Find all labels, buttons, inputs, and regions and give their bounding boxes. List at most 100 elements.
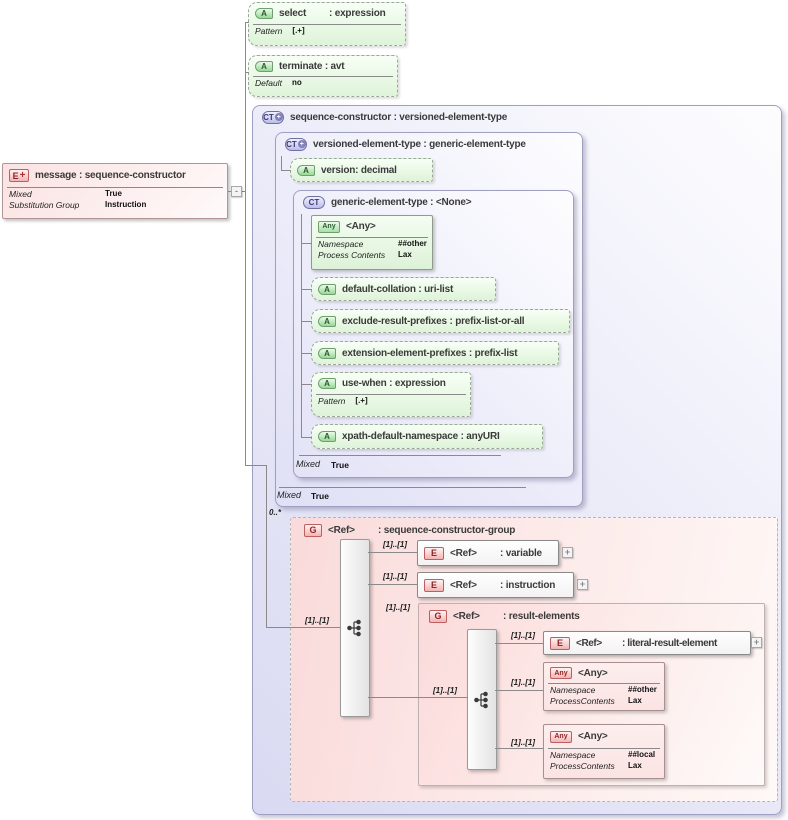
attribute-name: extension-element-prefixes <box>342 347 467 359</box>
element-ref: <Ref> <box>450 547 477 559</box>
connector-line <box>301 243 312 244</box>
divider <box>253 76 393 77</box>
inner-choice-compositor-icon <box>474 691 488 709</box>
group-icon: G <box>429 609 447 623</box>
any-icon: Any <box>550 667 572 679</box>
attribute-version-box[interactable]: A version: decimal <box>290 158 433 182</box>
connector-line <box>301 353 312 354</box>
complextype-generic-header[interactable]: CT generic-element-type : <None> <box>297 191 472 213</box>
element-variable-box[interactable]: E <Ref> : variable <box>417 540 559 566</box>
collapse-button[interactable]: - <box>231 186 242 197</box>
attribute-icon: A <box>297 164 315 176</box>
attribute-icon: A <box>255 8 273 19</box>
pattern-value: [.+] <box>292 26 305 35</box>
choice-compositor-icon <box>347 619 361 637</box>
attribute-select-box[interactable]: A select: expression Pattern[.+] <box>248 2 406 46</box>
group-ref: <Ref> <box>453 610 480 622</box>
expand-button-literal-result-element[interactable]: + <box>751 637 762 648</box>
connector-line <box>281 170 291 171</box>
divider <box>299 455 501 456</box>
divider <box>548 748 660 749</box>
divider <box>316 237 428 238</box>
connector-line <box>281 156 282 171</box>
process-contents-value: Lax <box>628 696 642 705</box>
element-title: message : sequence-constructor <box>35 170 186 181</box>
divider <box>253 24 401 25</box>
cardinality-label: [1]..[1] <box>386 603 410 612</box>
expand-button-variable[interactable]: + <box>562 547 573 558</box>
attribute-type: : prefix-list <box>468 347 518 359</box>
connector-line <box>495 690 543 691</box>
any-local-box[interactable]: Any <Any> Namespace##local ProcessConten… <box>543 724 665 779</box>
element-literal-result-element-box[interactable]: E <Ref>: literal-result-element <box>543 631 751 655</box>
element-ref: <Ref> <box>450 579 477 591</box>
complextype-sequence-constructor-header[interactable]: CT+ sequence-constructor : versioned-ele… <box>256 106 507 128</box>
complextype-title: versioned-element-type : generic-element… <box>313 138 526 150</box>
cardinality-label: [1]..[1] <box>305 616 329 625</box>
attribute-exclude-result-prefixes-box[interactable]: A exclude-result-prefixes : prefix-list-… <box>311 309 570 333</box>
attribute-name: select <box>279 8 307 19</box>
any-icon: Any <box>318 220 340 233</box>
process-contents-label: ProcessContents <box>550 761 615 771</box>
connector-line <box>301 321 312 322</box>
attribute-extension-element-prefixes-box[interactable]: A extension-element-prefixes : prefix-li… <box>311 341 559 365</box>
connector-line <box>368 697 468 698</box>
mixed-value: True <box>311 491 329 501</box>
any-title: <Any> <box>578 731 608 742</box>
namespace-value: ##other <box>628 685 657 694</box>
process-contents-label: Process Contents <box>318 250 386 260</box>
connector-line <box>266 465 267 628</box>
attribute-name: use-when <box>342 378 387 389</box>
any-title: <Any> <box>346 221 376 232</box>
substitution-group-value: Instruction <box>105 200 147 209</box>
cardinality-label: [1]..[1] <box>511 678 535 687</box>
attribute-name: version <box>321 164 356 176</box>
any-wildcard-box[interactable]: Any <Any> Namespace##other Process Conte… <box>311 215 433 270</box>
group-header[interactable]: G <Ref> : result-elements <box>423 605 580 627</box>
complextype-versioned-header[interactable]: CT+ versioned-element-type : generic-ele… <box>279 133 526 155</box>
pattern-label: Pattern <box>318 396 346 406</box>
attribute-use-when-box[interactable]: A use-when : expression Pattern[.+] <box>311 372 471 417</box>
connector-line <box>245 465 267 466</box>
cardinality-label: [1]..[1] <box>511 631 535 640</box>
attribute-name: exclude-result-prefixes <box>342 315 447 327</box>
connector-line <box>245 22 246 466</box>
substitution-group-label: Substitution Group <box>9 200 80 210</box>
attribute-icon: A <box>255 60 273 72</box>
group-type: : result-elements <box>503 610 580 622</box>
attribute-xpath-default-namespace-box[interactable]: A xpath-default-namespace : anyURI <box>311 424 543 449</box>
element-type: : variable <box>500 547 542 559</box>
element-icon: E <box>424 578 444 592</box>
connector-line <box>301 384 312 385</box>
attribute-type: : avt <box>324 60 345 72</box>
attribute-default-collation-box[interactable]: A default-collation : uri-list <box>311 277 496 301</box>
attribute-type: : decimal <box>355 164 397 176</box>
pattern-value: [.+] <box>355 396 368 405</box>
complextype-title: generic-element-type : <None> <box>331 196 472 208</box>
cardinality-label: [1]..[1] <box>383 572 407 581</box>
default-label: Default <box>255 78 282 88</box>
attribute-icon: A <box>318 431 336 442</box>
connector-line <box>368 552 417 553</box>
namespace-label: Namespace <box>550 750 596 760</box>
mixed-value: True <box>105 189 122 198</box>
group-header[interactable]: G <Ref>: sequence-constructor-group <box>298 519 515 541</box>
complex-type-plus-icon: CT+ <box>262 110 284 124</box>
element-instruction-box[interactable]: E <Ref>: instruction <box>417 572 574 598</box>
divider <box>316 394 466 395</box>
connector-line <box>246 72 249 73</box>
expand-button-instruction[interactable]: + <box>577 579 588 590</box>
mixed-label: Mixed <box>9 189 32 199</box>
attribute-icon: A <box>318 378 336 389</box>
group-type: : sequence-constructor-group <box>378 524 516 536</box>
any-other-box[interactable]: Any <Any> Namespace##other ProcessConten… <box>543 662 665 711</box>
group-icon: G <box>304 523 322 537</box>
connector-line <box>266 627 340 628</box>
element-icon: E <box>424 546 444 560</box>
attribute-icon: A <box>318 283 336 295</box>
attribute-type: : uri-list <box>418 283 454 295</box>
attribute-name: default-collation <box>342 283 416 295</box>
connector-line <box>246 22 249 23</box>
